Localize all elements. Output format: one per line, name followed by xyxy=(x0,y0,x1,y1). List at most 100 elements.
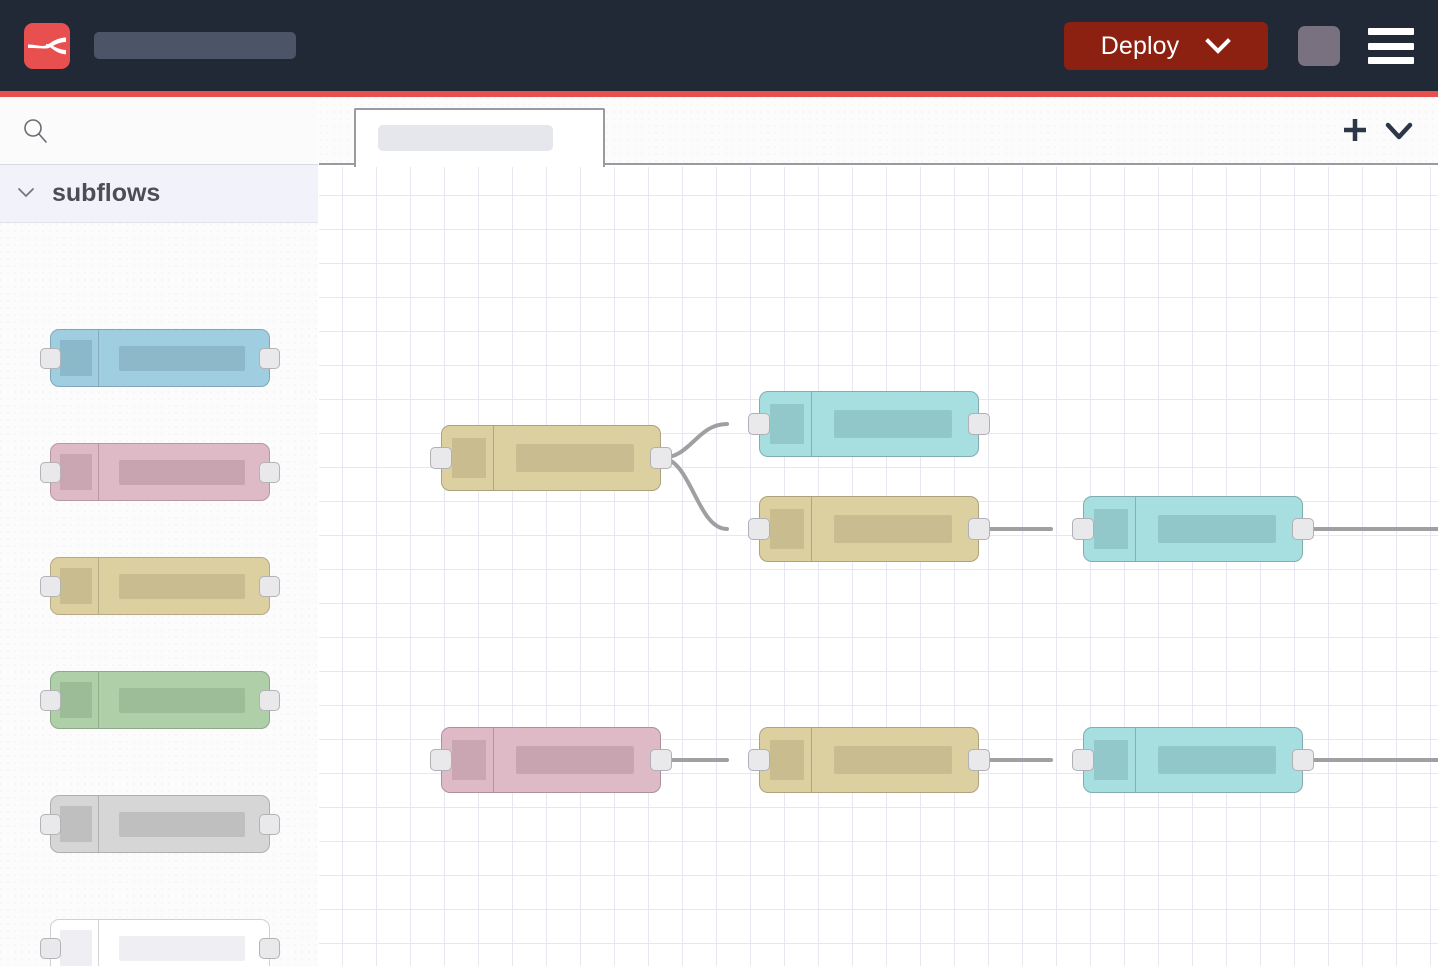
palette-node-body xyxy=(50,919,270,966)
palette-category-label: subflows xyxy=(52,179,161,207)
palette-node-output-port[interactable] xyxy=(259,576,280,597)
flow-tab-label-placeholder xyxy=(378,125,553,151)
flow-node-output-port[interactable] xyxy=(968,413,990,435)
flow-node-tan-bottom[interactable] xyxy=(748,727,990,793)
palette-node-body xyxy=(50,329,270,387)
chevron-down-icon xyxy=(1205,38,1232,54)
app-header: Deploy xyxy=(0,0,1438,91)
header-title-placeholder xyxy=(94,32,296,59)
flow-tab-bar xyxy=(319,97,1438,167)
flow-node-body xyxy=(1083,496,1303,562)
palette-node-icon xyxy=(51,796,99,852)
flow-tab-active[interactable] xyxy=(354,108,605,167)
flow-node-icon xyxy=(1084,728,1136,792)
flow-node-body xyxy=(759,496,979,562)
chevron-down-icon[interactable] xyxy=(16,186,36,200)
palette-node-input-port[interactable] xyxy=(40,348,61,369)
flow-node-output-port[interactable] xyxy=(968,749,990,771)
palette-sidebar: subflows xyxy=(0,97,318,966)
palette-node-list xyxy=(0,223,318,966)
deploy-button[interactable]: Deploy xyxy=(1064,22,1268,70)
palette-node-body xyxy=(50,557,270,615)
flow-node-label-placeholder xyxy=(834,410,952,438)
palette-node-icon xyxy=(51,330,99,386)
user-avatar[interactable] xyxy=(1298,26,1340,66)
chevron-down-icon[interactable] xyxy=(1382,117,1416,145)
palette-node-output-port[interactable] xyxy=(259,938,280,959)
palette-node-2[interactable] xyxy=(40,443,280,501)
flow-node-icon xyxy=(760,728,812,792)
flow-node-output-port[interactable] xyxy=(968,518,990,540)
node-red-logo-icon[interactable] xyxy=(24,23,70,69)
flow-node-pink[interactable] xyxy=(430,727,672,793)
palette-search-row[interactable] xyxy=(0,97,318,165)
flow-node-icon xyxy=(760,392,812,456)
flow-node-input-port[interactable] xyxy=(430,447,452,469)
palette-node-output-port[interactable] xyxy=(259,348,280,369)
palette-node-4[interactable] xyxy=(40,671,280,729)
flow-node-label-placeholder xyxy=(1158,746,1276,774)
palette-node-icon xyxy=(51,920,99,966)
palette-node-icon xyxy=(51,444,99,500)
flow-node-cyan-bottom[interactable] xyxy=(1072,727,1314,793)
palette-node-label-placeholder xyxy=(119,935,245,961)
palette-node-3[interactable] xyxy=(40,557,280,615)
palette-node-1[interactable] xyxy=(40,329,280,387)
flow-canvas-area xyxy=(319,97,1438,966)
plus-icon[interactable] xyxy=(1338,113,1372,147)
palette-node-output-port[interactable] xyxy=(259,814,280,835)
flow-node-output-port[interactable] xyxy=(650,447,672,469)
flow-node-cyan-right[interactable] xyxy=(1072,496,1314,562)
palette-node-input-port[interactable] xyxy=(40,690,61,711)
palette-node-input-port[interactable] xyxy=(40,938,61,959)
flow-node-body xyxy=(759,391,979,457)
flow-node-label-placeholder xyxy=(516,444,634,472)
flow-node-cyan-top[interactable] xyxy=(748,391,990,457)
palette-node-input-port[interactable] xyxy=(40,462,61,483)
palette-node-label-placeholder xyxy=(119,811,245,837)
deploy-button-label: Deploy xyxy=(1100,31,1180,60)
flow-node-label-placeholder xyxy=(1158,515,1276,543)
palette-node-5[interactable] xyxy=(40,795,280,853)
palette-node-label-placeholder xyxy=(119,345,245,371)
flow-node-body xyxy=(1083,727,1303,793)
palette-node-label-placeholder xyxy=(119,687,245,713)
flow-node-label-placeholder xyxy=(834,746,952,774)
palette-node-body xyxy=(50,671,270,729)
palette-node-output-port[interactable] xyxy=(259,690,280,711)
palette-category-subflows[interactable]: subflows xyxy=(0,165,318,223)
palette-node-output-port[interactable] xyxy=(259,462,280,483)
palette-node-input-port[interactable] xyxy=(40,814,61,835)
search-icon[interactable] xyxy=(22,117,48,143)
flow-grid-background[interactable] xyxy=(319,167,1438,966)
flow-node-body xyxy=(441,727,661,793)
palette-node-body xyxy=(50,795,270,853)
flow-node-output-port[interactable] xyxy=(1292,518,1314,540)
flow-node-icon xyxy=(442,728,494,792)
flow-node-input-port[interactable] xyxy=(430,749,452,771)
flow-node-input-port[interactable] xyxy=(748,413,770,435)
flow-node-output-port[interactable] xyxy=(1292,749,1314,771)
flow-node-input-port[interactable] xyxy=(748,749,770,771)
flow-node-label-placeholder xyxy=(516,746,634,774)
flow-node-body xyxy=(759,727,979,793)
palette-node-body xyxy=(50,443,270,501)
flow-node-tan-mid[interactable] xyxy=(748,496,990,562)
palette-node-input-port[interactable] xyxy=(40,576,61,597)
flow-node-label-placeholder xyxy=(834,515,952,543)
palette-node-label-placeholder xyxy=(119,459,245,485)
flow-node-icon xyxy=(442,426,494,490)
header-accent-bar xyxy=(0,91,1438,97)
flow-node-input-port[interactable] xyxy=(1072,749,1094,771)
hamburger-menu-icon[interactable] xyxy=(1368,28,1414,64)
palette-node-icon xyxy=(51,558,99,614)
flow-node-input-port[interactable] xyxy=(1072,518,1094,540)
flow-node-input-port[interactable] xyxy=(748,518,770,540)
flow-node-output-port[interactable] xyxy=(650,749,672,771)
flow-node-body xyxy=(441,425,661,491)
flow-node-inject[interactable] xyxy=(430,425,672,491)
palette-node-icon xyxy=(51,672,99,728)
palette-node-label-placeholder xyxy=(119,573,245,599)
palette-node-6[interactable] xyxy=(40,919,280,966)
